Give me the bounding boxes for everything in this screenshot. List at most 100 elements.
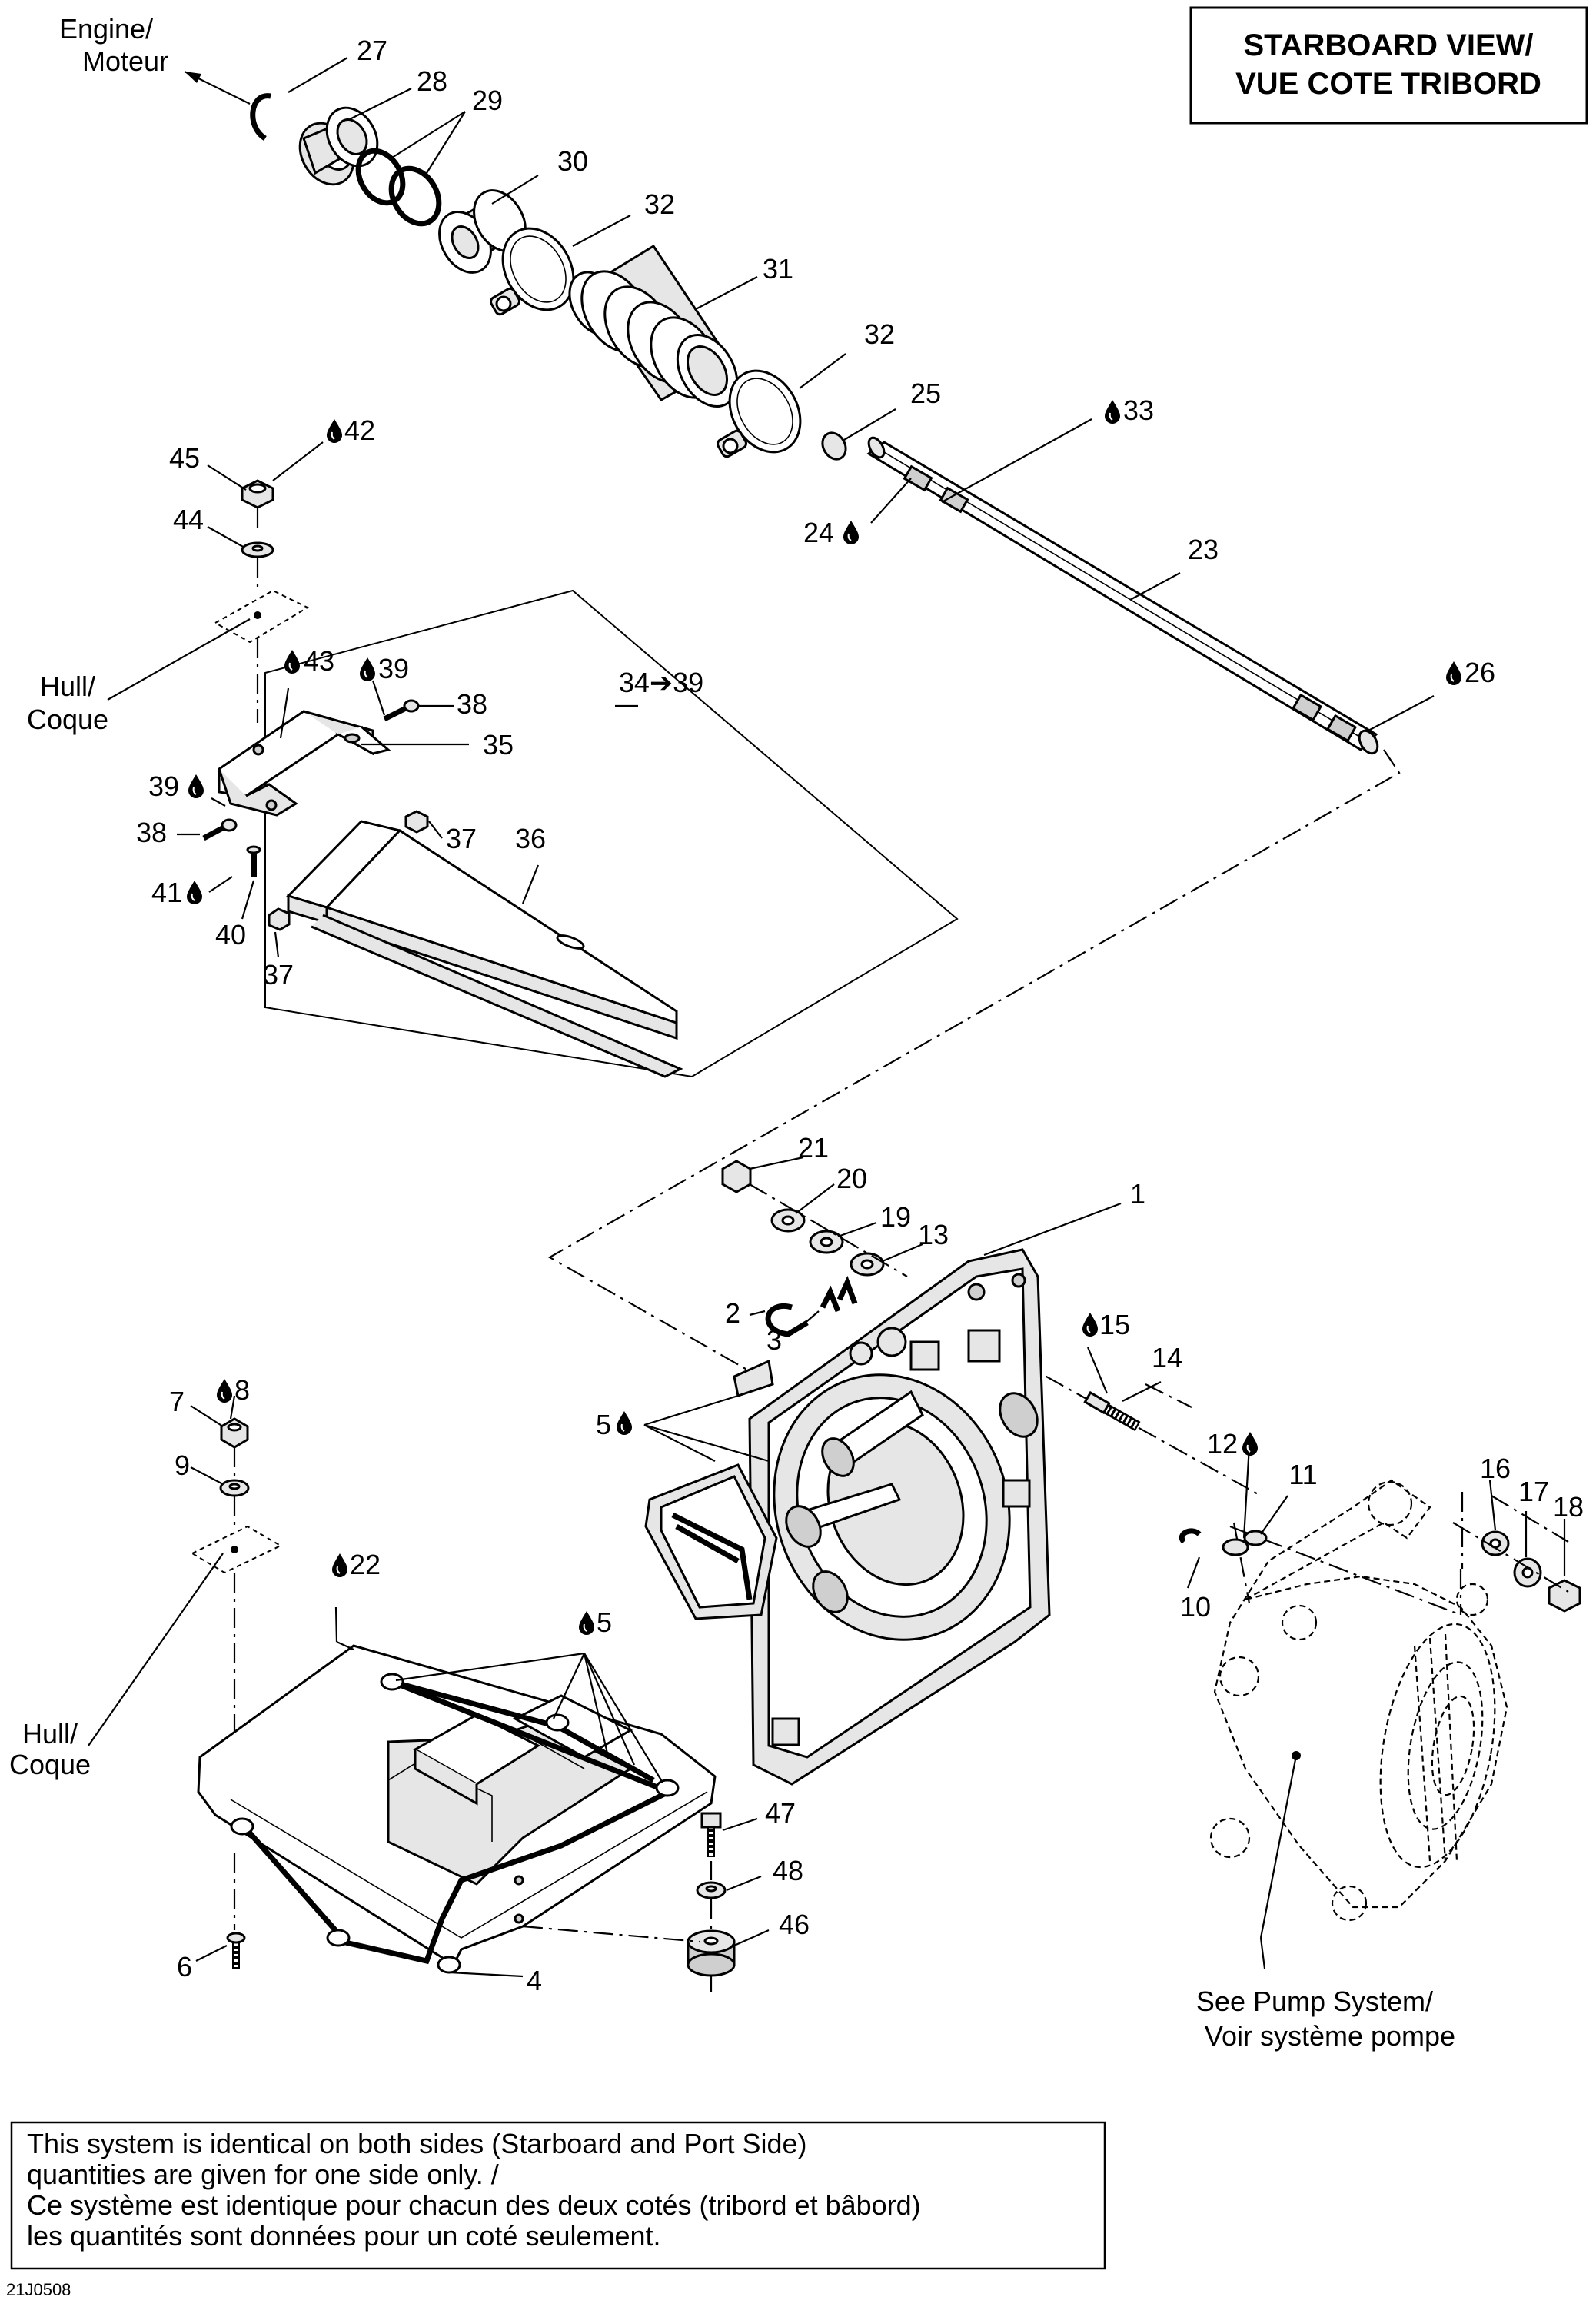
callout-28: 28: [417, 65, 447, 97]
thrust-washer-part: [821, 431, 847, 461]
hull2-label-line1: Hull/: [22, 1718, 78, 1749]
hull-label-lower: Hull/ Coque: [9, 1553, 224, 1780]
drop-icon: [1082, 1312, 1099, 1337]
screw-part: [226, 1932, 246, 1969]
nut-part: [268, 907, 291, 931]
drop-icon: [578, 1610, 595, 1636]
drop-icon: [1242, 1431, 1259, 1456]
center-leader-lines: [643, 1156, 1566, 1969]
bearing-housing-part: [298, 106, 379, 186]
view-title-line2: VUE COTE TRIBORD: [1235, 67, 1541, 101]
callout-17: 17: [1518, 1476, 1549, 1507]
lever-bracket-part: [218, 710, 391, 817]
footnote-line-1: This system is identical on both sides (…: [27, 2128, 807, 2159]
callout-39-upper: 39: [378, 653, 409, 684]
drop-icon: [1445, 661, 1462, 686]
hull-label-line1: Hull/: [40, 671, 95, 702]
view-title-box: STARBOARD VIEW/ VUE COTE TRIBORD: [1189, 6, 1588, 125]
lever-arm-part: [286, 820, 683, 1078]
bolt-part: [202, 818, 238, 841]
drive-shaft-part: [866, 436, 1379, 755]
stud-part: [1083, 1390, 1141, 1432]
footnote-line-3: Ce système est identique pour chacun des…: [27, 2189, 921, 2221]
o-ring-part: [388, 165, 442, 227]
drop-icon: [331, 1553, 348, 1578]
callout-42: 42: [344, 414, 375, 446]
callout-1: 1: [1130, 1178, 1145, 1210]
callout-39-lower: 39: [148, 771, 179, 802]
nut-part: [241, 479, 274, 509]
pump-label-line1: See Pump System/: [1196, 1986, 1433, 2017]
top-leader-lines: [288, 57, 1435, 731]
view-title-line1: STARBOARD VIEW/: [1243, 28, 1533, 62]
drop-icon: [186, 880, 203, 905]
callout-32-lower: 32: [864, 318, 895, 350]
callout-22: 22: [350, 1549, 381, 1580]
drop-icon: [359, 657, 376, 682]
callout-40: 40: [215, 919, 246, 950]
callout-19: 19: [880, 1201, 911, 1233]
bolt-part: [383, 699, 420, 722]
callout-27: 27: [357, 35, 387, 66]
drop-icon: [284, 649, 301, 674]
bolt-part: [700, 1812, 722, 1857]
drawing-code: 21J0508: [6, 2280, 71, 2299]
engine-direction-arrow: [184, 71, 251, 105]
callout-29: 29: [472, 85, 503, 116]
engine-label-line2: Moteur: [82, 45, 168, 77]
callout-41: 41: [151, 877, 182, 908]
callout-10: 10: [1180, 1591, 1211, 1623]
drive-shaft-assembly: [250, 93, 1379, 755]
callout-12: 12: [1207, 1428, 1238, 1460]
callout-35: 35: [483, 729, 514, 761]
footnote-line-2: quantities are given for one side only. …: [27, 2159, 499, 2190]
drop-icon: [843, 520, 860, 545]
kit-outline-34-39: [264, 589, 959, 1078]
callout-32-upper: 32: [644, 188, 675, 220]
hull2-label-line2: Coque: [9, 1749, 91, 1780]
hose-clamp-part: [716, 369, 802, 458]
callout-6: 6: [177, 1951, 192, 1982]
callout-34-39: 34➔39: [619, 667, 703, 698]
callout-21: 21: [798, 1132, 829, 1163]
u-bolt-part: [765, 1303, 809, 1337]
hose-clamp-part: [489, 227, 575, 316]
callout-5-upper: 5: [596, 1409, 611, 1440]
footnote-line-4: les quantités sont données pour un coté …: [27, 2220, 661, 2252]
drop-icon: [1104, 399, 1121, 424]
callout-31: 31: [763, 253, 793, 285]
callout-20: 20: [836, 1163, 867, 1194]
washer-part: [1243, 1530, 1268, 1546]
intake-cover-plate-part: [197, 1644, 717, 1974]
pump-support-housing-part: [644, 1248, 1051, 1786]
callout-24: 24: [803, 517, 834, 548]
callout-45: 45: [169, 442, 200, 474]
footnote-box: This system is identical on both sides (…: [10, 2121, 1106, 2270]
left-leader-lines: [177, 441, 638, 958]
callout-44: 44: [173, 504, 204, 535]
callout-25: 25: [910, 378, 941, 409]
callout-36: 36: [515, 823, 546, 854]
callout-37-lower: 37: [263, 959, 294, 990]
nut-part: [1548, 1579, 1581, 1613]
callout-16: 16: [1480, 1453, 1511, 1484]
clip-part: [820, 1275, 858, 1313]
callout-26: 26: [1465, 657, 1495, 688]
engine-label-line1: Engine/: [59, 13, 153, 45]
callout-9: 9: [175, 1450, 190, 1481]
pump-label-line2: Voir système pompe: [1205, 2020, 1455, 2052]
hull-patch: [213, 589, 310, 644]
screw-part: [246, 845, 261, 877]
callout-47: 47: [765, 1797, 796, 1829]
circlip-part: [250, 93, 271, 141]
bellows-boot-part: [568, 244, 739, 408]
retaining-clip-part: [1179, 1528, 1202, 1544]
bottom-leader-lines: [190, 1395, 770, 1978]
rubber-mount-part: [687, 1929, 736, 1977]
nut-part: [721, 1160, 752, 1193]
callout-7: 7: [169, 1386, 185, 1417]
callout-37-upper: 37: [446, 823, 477, 854]
callout-23: 23: [1188, 534, 1219, 565]
callout-5-lower: 5: [597, 1606, 612, 1638]
